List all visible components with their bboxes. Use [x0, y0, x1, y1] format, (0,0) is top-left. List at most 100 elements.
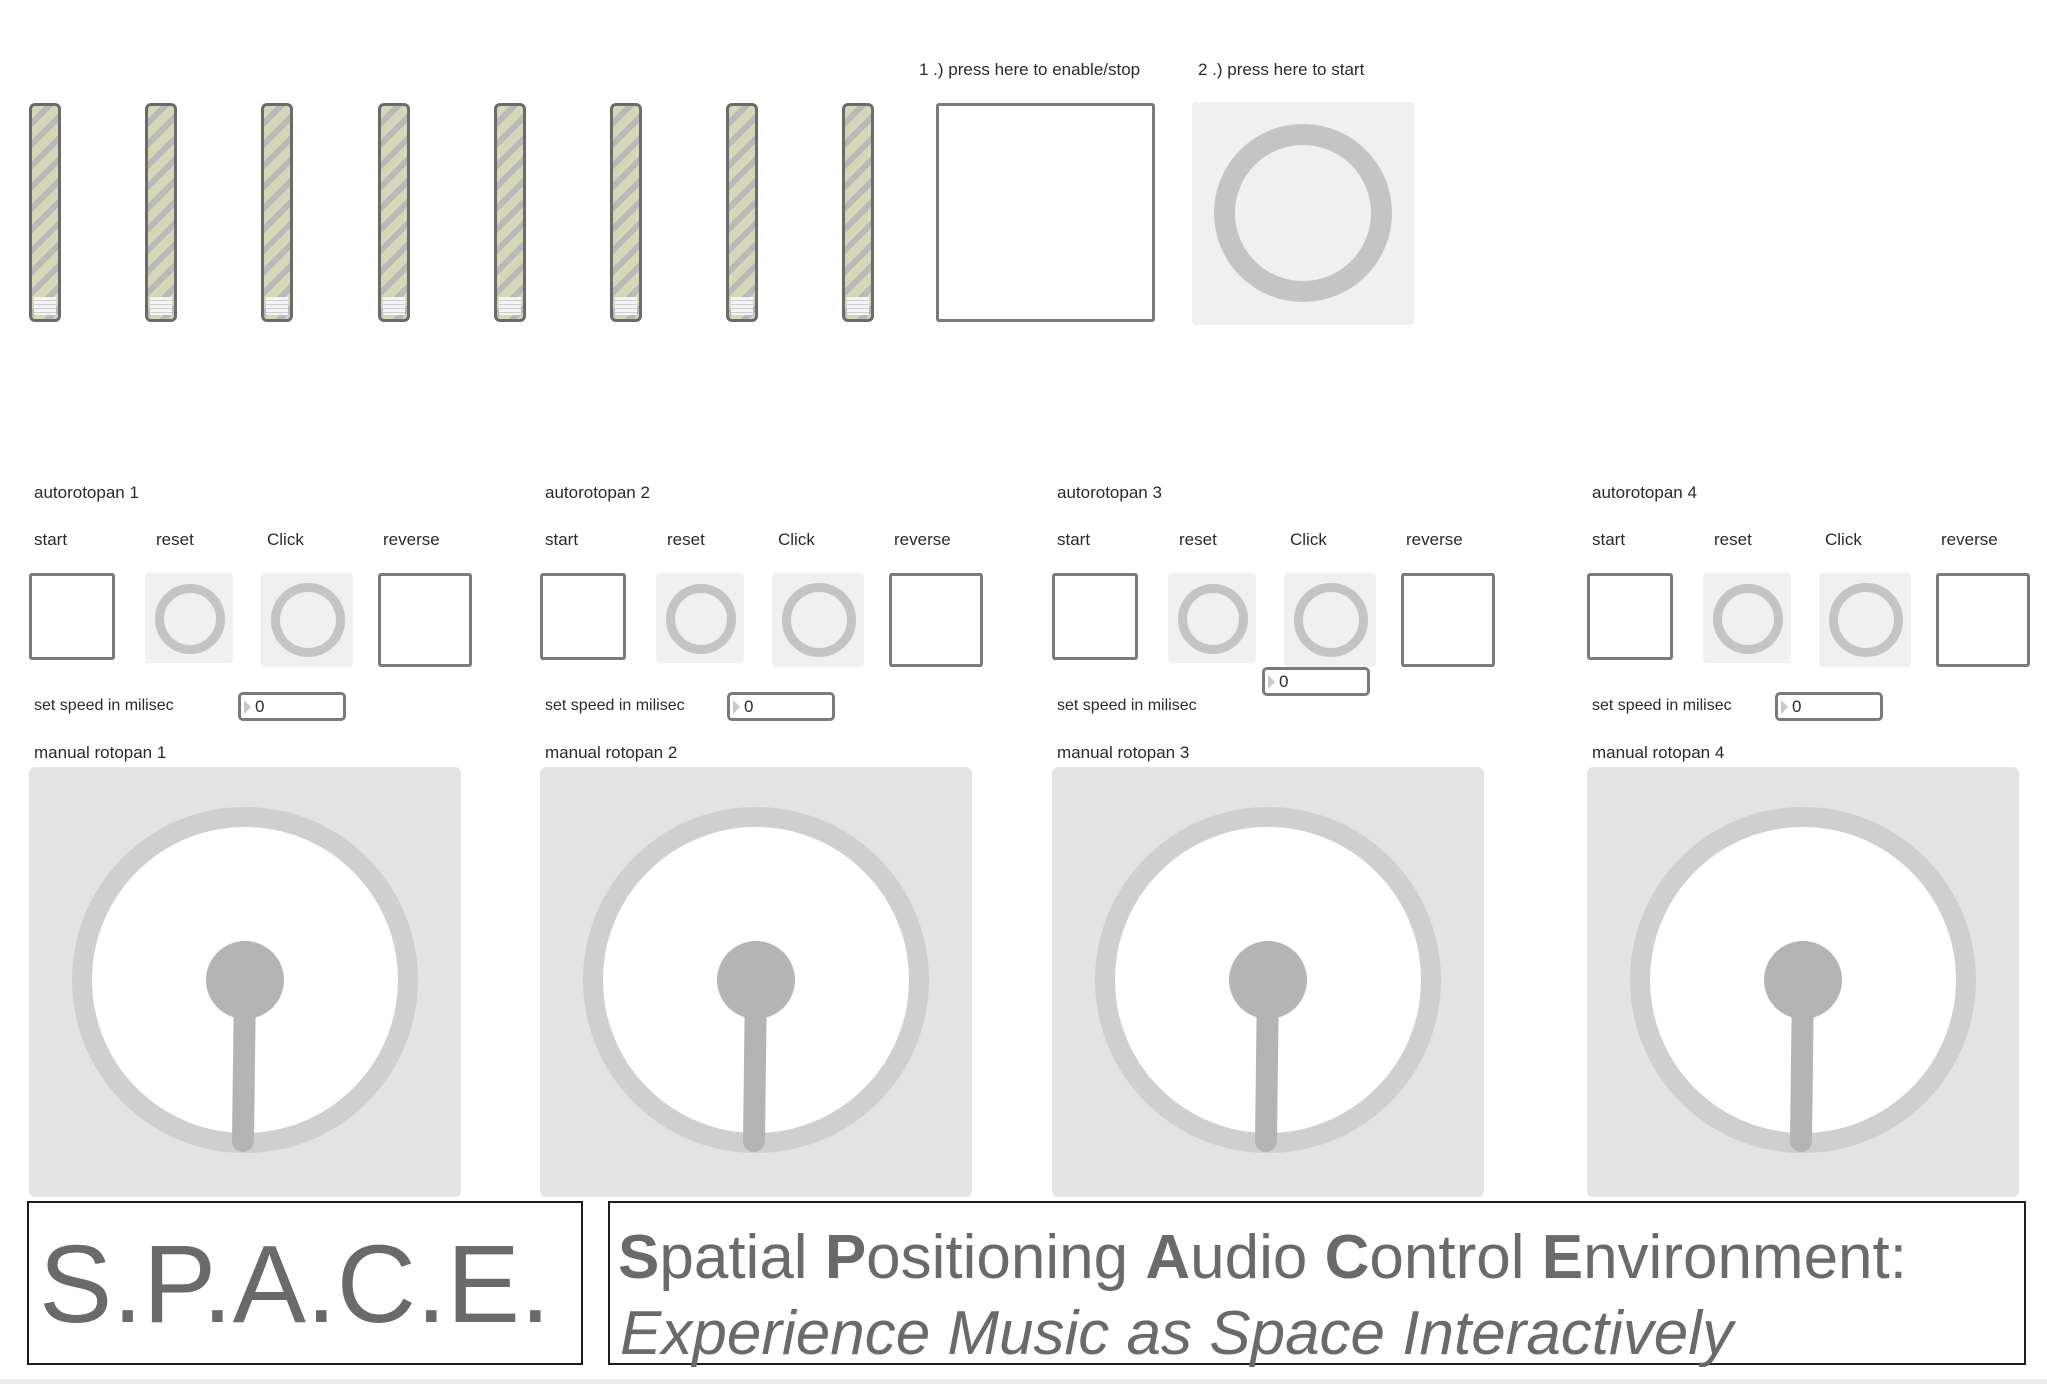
number-arrow-icon — [733, 700, 740, 714]
subtitle-line1: Spatial Positioning Audio Control Enviro… — [618, 1223, 1907, 1293]
reverse-toggle[interactable] — [378, 573, 472, 667]
slider-thumb[interactable] — [150, 297, 173, 315]
start-toggle[interactable] — [1587, 573, 1673, 660]
reverse-label: reverse — [383, 530, 440, 549]
reset-button[interactable] — [656, 573, 744, 663]
vertical-slider[interactable] — [493, 103, 526, 322]
click-label: Click — [778, 530, 815, 549]
click-ring-icon — [1294, 583, 1368, 657]
speed-label: set speed in milisec — [1592, 697, 1732, 714]
word-rest: udio — [1190, 1223, 1325, 1292]
slider-thumb[interactable] — [498, 297, 521, 315]
vertical-slider[interactable] — [842, 103, 875, 322]
reset-button[interactable] — [145, 573, 233, 663]
manual-rotopan-dial[interactable] — [29, 767, 461, 1197]
slider-thumb[interactable] — [731, 297, 754, 315]
slider-thumb[interactable] — [847, 297, 870, 315]
start-toggle[interactable] — [1052, 573, 1138, 660]
click-ring-icon — [782, 583, 856, 657]
reset-label: reset — [667, 530, 705, 549]
reverse-toggle[interactable] — [889, 573, 983, 667]
reset-ring-icon — [1713, 584, 1783, 654]
speed-value: 0 — [744, 697, 754, 716]
click-button[interactable] — [261, 573, 353, 667]
vertical-slider[interactable] — [29, 103, 61, 322]
manual-label: manual rotopan 4 — [1592, 743, 1725, 762]
vertical-slider[interactable] — [377, 103, 410, 322]
vertical-slider[interactable] — [261, 103, 294, 322]
start-label: start — [34, 530, 68, 549]
click-button[interactable] — [1819, 573, 1911, 667]
speed-number-box[interactable]: 0 — [1262, 667, 1370, 696]
speed-label: set speed in milisec — [34, 697, 174, 714]
speed-number-box[interactable]: 0 — [1775, 692, 1883, 721]
reset-ring-icon — [155, 584, 225, 654]
enable-label: 1 .) press here to enable/stop — [919, 60, 1141, 79]
reverse-toggle[interactable] — [1401, 573, 1495, 667]
start-button[interactable] — [1192, 102, 1414, 325]
speed-value: 0 — [1792, 697, 1802, 716]
start-toggle[interactable] — [540, 573, 626, 660]
dial-graphic[interactable] — [540, 767, 972, 1197]
reverse-toggle[interactable] — [1936, 573, 2030, 667]
click-label: Click — [1290, 530, 1327, 549]
number-arrow-icon — [244, 700, 251, 714]
dial-graphic[interactable] — [29, 767, 461, 1197]
slider-thumb[interactable] — [382, 297, 405, 315]
manual-label: manual rotopan 3 — [1057, 743, 1190, 762]
speed-number-box[interactable]: 0 — [727, 692, 835, 721]
reset-ring-icon — [666, 584, 736, 654]
reset-ring-icon — [1178, 584, 1248, 654]
click-ring-icon — [1829, 583, 1903, 657]
dial-knob[interactable] — [717, 941, 795, 1019]
initial-letter: S — [618, 1223, 660, 1292]
group-title: autorotopan 1 — [34, 483, 139, 502]
number-arrow-icon — [1781, 700, 1788, 714]
speed-label: set speed in milisec — [1057, 697, 1197, 714]
start-label: 2 .) press here to start — [1198, 60, 1365, 79]
start-toggle[interactable] — [29, 573, 115, 660]
manual-label: manual rotopan 1 — [34, 743, 167, 762]
dial-graphic[interactable] — [1587, 767, 2019, 1197]
slider-thumb[interactable] — [615, 297, 637, 315]
word-rest: patial — [659, 1223, 825, 1292]
reset-button[interactable] — [1703, 573, 1791, 663]
reverse-label: reverse — [1406, 530, 1463, 549]
dial-knob[interactable] — [1229, 941, 1307, 1019]
slider-thumb[interactable] — [266, 297, 289, 315]
manual-rotopan-dial[interactable] — [1587, 767, 2019, 1197]
start-label: start — [1057, 530, 1091, 549]
click-button[interactable] — [772, 573, 864, 667]
start-label: start — [545, 530, 579, 549]
reverse-label: reverse — [894, 530, 951, 549]
speed-value: 0 — [255, 697, 265, 716]
start-button-ring-icon — [1214, 124, 1392, 302]
speed-label: set speed in milisec — [545, 697, 685, 714]
click-button[interactable] — [1284, 573, 1376, 667]
reset-button[interactable] — [1168, 573, 1256, 663]
reset-label: reset — [156, 530, 194, 549]
enable-toggle[interactable] — [936, 103, 1155, 322]
logo-text: S.P.A.C.E. — [39, 1223, 551, 1346]
dial-knob[interactable] — [206, 941, 284, 1019]
dial-knob[interactable] — [1764, 941, 1842, 1019]
manual-rotopan-dial[interactable] — [540, 767, 972, 1197]
subtitle-box: Spatial Positioning Audio Control Enviro… — [608, 1201, 2026, 1368]
vertical-slider[interactable] — [726, 103, 759, 322]
number-arrow-icon — [1268, 675, 1275, 689]
reverse-label: reverse — [1941, 530, 1998, 549]
group-title: autorotopan 4 — [1592, 483, 1697, 502]
slider-thumb[interactable] — [34, 297, 56, 315]
bottom-divider — [0, 1379, 2047, 1384]
speed-number-box[interactable]: 0 — [238, 692, 346, 721]
manual-label: manual rotopan 2 — [545, 743, 678, 762]
word-rest: nvironment: — [1583, 1223, 1907, 1292]
vertical-slider[interactable] — [610, 103, 642, 322]
initial-letter: P — [824, 1223, 867, 1292]
initial-letter: E — [1541, 1223, 1584, 1292]
vertical-slider[interactable] — [145, 103, 178, 322]
click-ring-icon — [271, 583, 345, 657]
speed-value: 0 — [1279, 672, 1289, 691]
manual-rotopan-dial[interactable] — [1052, 767, 1484, 1197]
dial-graphic[interactable] — [1052, 767, 1484, 1197]
